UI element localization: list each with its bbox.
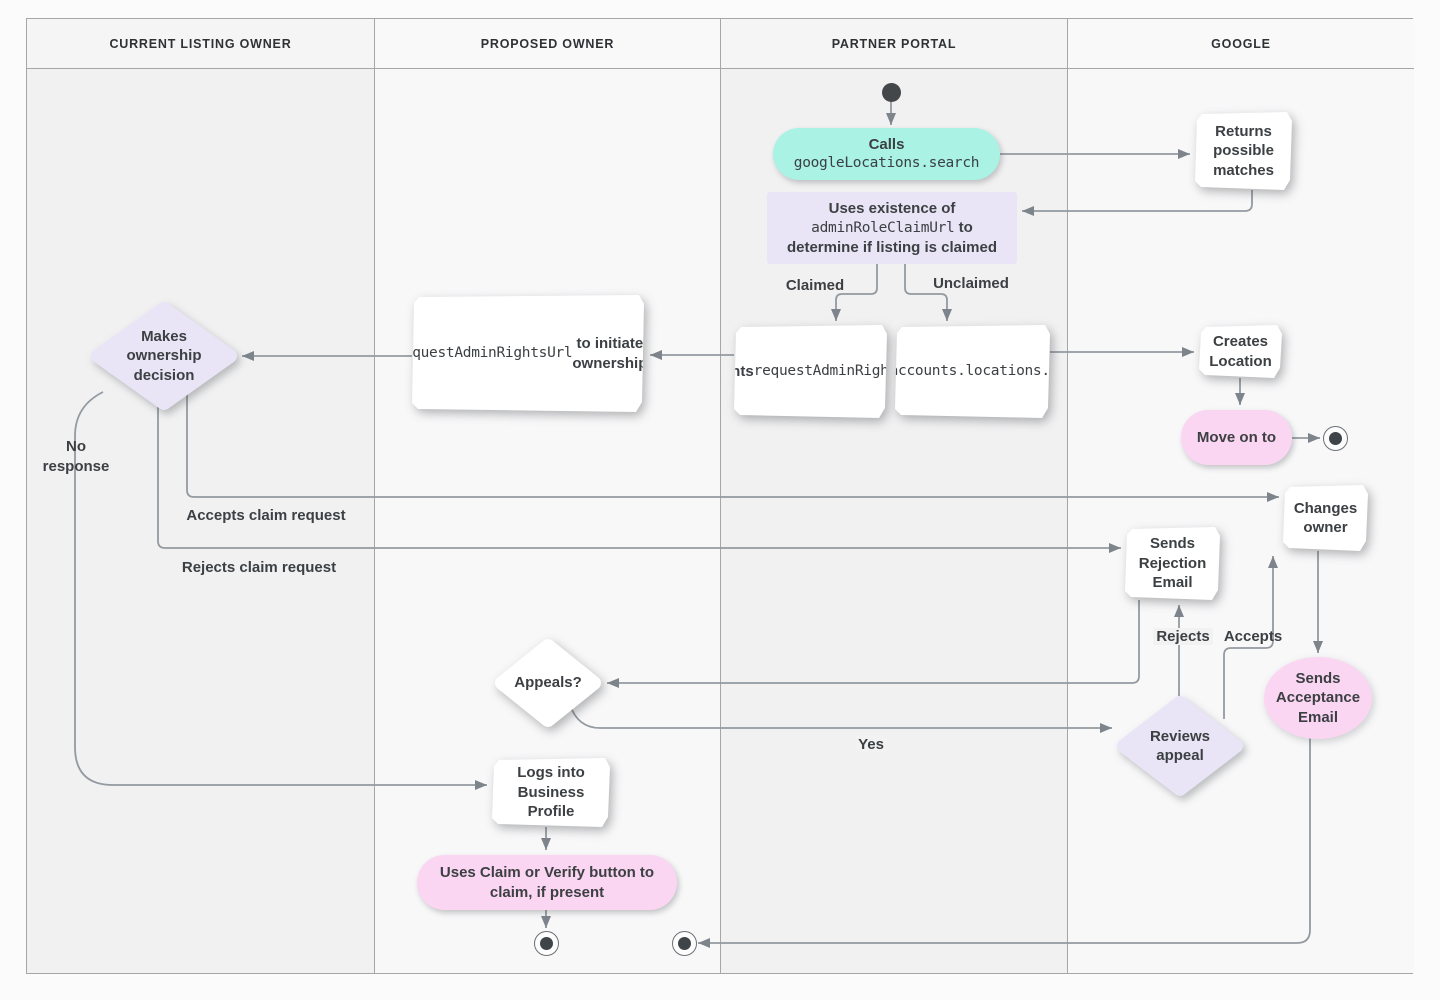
reviews-appeal-text: Reviews appeal [1149, 727, 1211, 765]
appeals-text: Appeals? [514, 674, 582, 692]
connector-returns-to-uses [1022, 190, 1253, 216]
move-on-to-node: Move on to [1181, 410, 1292, 465]
uses-existence-line3: determine if listing is claimed [786, 238, 998, 256]
clicks-code: requestAdminRightsUrl [395, 345, 573, 362]
uses-existence-after-code: to [954, 219, 973, 237]
move-on-to-text: Move on to [1196, 428, 1277, 446]
creates-location-node: Creates Location [1199, 325, 1282, 378]
edge-label-yes: Yes [853, 735, 889, 755]
sends-accounts-locations-create-node: Sends accounts.locations .create [895, 325, 1050, 418]
reviews-appeal-diamond [1117, 696, 1243, 796]
uses-existence-node: Uses existence of adminRoleClaimUrl to d… [767, 192, 1017, 264]
sends-create-code-line1: accounts.locations [889, 363, 1042, 380]
changes-owner-node: Changes owner [1283, 485, 1368, 551]
calls-google-locations-search-node: Calls googleLocations.search [773, 128, 1000, 180]
edge-label-accepts-claim-request: Accepts claim request [186, 507, 346, 524]
logs-into-business-profile-node: Logs into Business Profile [492, 758, 610, 827]
swimlane-current-listing-owner: CURRENT LISTING OWNER [27, 19, 374, 973]
end-node-dot [1329, 432, 1342, 445]
edge-label-rejects-text: Rejects [1153, 628, 1213, 645]
lane-header-proposed-owner: PROPOSED OWNER [375, 19, 720, 69]
connector-rejects-claim-to-rejection-email [157, 402, 1121, 553]
edge-label-yes-text: Yes [855, 736, 887, 753]
end-node-claim [534, 931, 559, 956]
makes-ownership-decision-diamond [91, 302, 237, 410]
returns-possible-matches-text: Returns possible matches [1213, 122, 1274, 179]
end-node-dot [678, 937, 691, 950]
clicks-request-admin-rights-url-node: Clicks requestAdminRightsUrl to initiate… [412, 295, 644, 412]
logs-into-business-profile-text: Logs into Business Profile [517, 764, 585, 821]
connector-appeals-yes-to-reviews [569, 704, 1112, 733]
clicks-line3: to initiate ownership [572, 335, 648, 372]
end-node-dot [540, 937, 553, 950]
sends-rejection-email-text: Sends Rejection Email [1138, 535, 1207, 592]
end-node-move-on [1323, 426, 1348, 451]
calls-title: Calls [868, 135, 905, 153]
connectors [74, 102, 1323, 948]
uses-claim-or-verify-button-text: Uses Claim or Verify button to claim, if… [439, 864, 655, 901]
connector-acceptance-to-end [698, 737, 1311, 948]
connector-accepts-claim-to-changes-owner [186, 394, 1279, 502]
uses-existence-line1: Uses existence of [828, 199, 956, 217]
edge-label-no-response: No response [42, 438, 110, 475]
changes-owner-text: Changes owner [1293, 499, 1358, 536]
appeals-diamond [495, 639, 601, 727]
lane-header-current-listing-owner: CURRENT LISTING OWNER [27, 19, 374, 69]
start-node [882, 83, 901, 102]
edge-label-rejects-claim-request: Rejects claim request [181, 559, 337, 576]
sends-acceptance-email-text: Sends Acceptance Email [1275, 669, 1361, 726]
edge-label-claimed: Claimed [785, 277, 845, 294]
lane-header-partner-portal: PARTNER PORTAL [721, 19, 1067, 69]
calls-code: googleLocations.search [793, 155, 980, 172]
uses-claim-or-verify-button-node: Uses Claim or Verify button to claim, if… [417, 855, 677, 910]
edge-label-accepts: Accepts [1223, 628, 1283, 645]
presents-request-admin-rights-url-node: Presents requestAdmin RightsUrl [734, 325, 887, 418]
connector-no-response-to-logs-in [74, 391, 487, 790]
edge-label-unclaimed: Unclaimed [933, 275, 1009, 292]
sends-rejection-email-node: Sends Rejection Email [1125, 527, 1220, 600]
connector-reviews-accepts-to-changes-owner [1223, 556, 1278, 719]
makes-ownership-decision-text: Makes ownership decision [126, 327, 202, 384]
connector-unclaimed-branch [904, 264, 952, 321]
decision-shapes [91, 302, 1372, 796]
uses-existence-line2: adminRoleClaimUrl to [811, 218, 973, 238]
uses-existence-code: adminRoleClaimUrl [811, 220, 955, 237]
connector-claimed-branch [831, 264, 878, 321]
creates-location-text: Creates Location [1209, 333, 1272, 370]
lane-header-google: GOOGLE [1068, 19, 1414, 69]
returns-possible-matches-node: Returns possible matches [1195, 112, 1292, 190]
connector-rejection-to-appeals [607, 600, 1140, 688]
end-node-acceptance [672, 931, 697, 956]
sends-acceptance-email-blob [1264, 657, 1372, 739]
edge-label-rejects: Rejects [1152, 627, 1214, 647]
presents-code-line1: requestAdmin [753, 363, 855, 380]
